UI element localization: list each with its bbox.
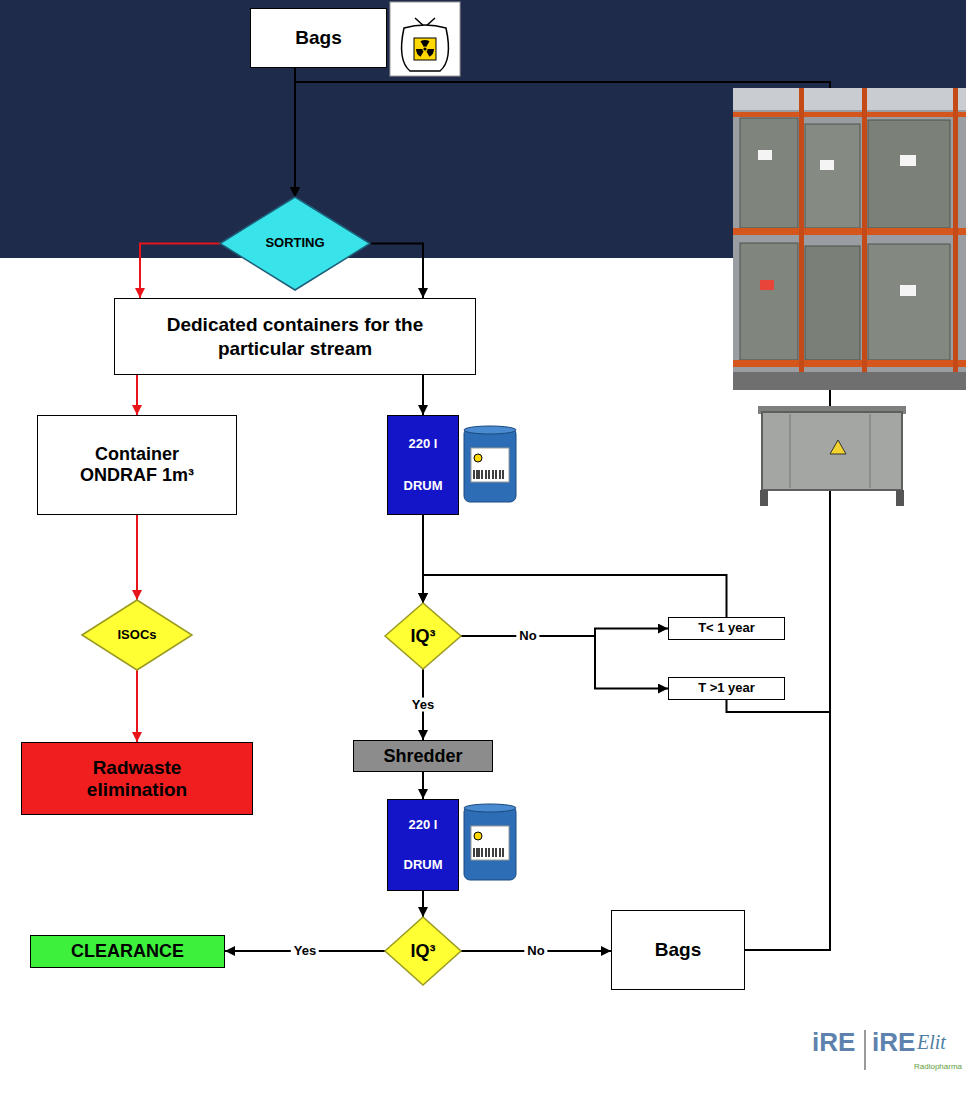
node-text: IQ³ [411, 626, 436, 647]
node-text: IQ³ [411, 941, 436, 962]
node-text: Dedicated containers for the particular … [121, 313, 469, 361]
input-box: Bags [250, 8, 387, 68]
flow-arrow [295, 82, 830, 712]
drum-box: 220 l DRUM [387, 415, 459, 515]
node-text: T< 1 year [698, 621, 755, 636]
red-flow-arrow [136, 515, 138, 600]
process-box: Dedicated containers for the particular … [114, 298, 476, 375]
terminal-box: Radwaste elimination [21, 742, 253, 815]
branch-label: No [524, 944, 547, 959]
flow-arrow [370, 244, 423, 299]
red-flow-arrow [136, 670, 138, 742]
node-text: 220 l DRUM [392, 805, 454, 885]
node-text: Bags [295, 27, 341, 49]
node-text: CLEARANCE [71, 941, 184, 962]
red-flow-arrow [140, 244, 220, 299]
decision-diamond: ISOCs [82, 600, 192, 670]
logo-text: iRE [872, 1028, 915, 1058]
output-box: Bags [611, 910, 745, 990]
node-text: 220 l DRUM [393, 423, 453, 507]
node-text: ISOCs [117, 628, 156, 643]
delay-box: T >1 year [668, 677, 785, 700]
process-box: Shredder [353, 740, 493, 772]
decision-diamond: IQ³ [385, 603, 461, 669]
warehouse-photo [733, 88, 966, 390]
node-text: T >1 year [698, 681, 755, 696]
logo-text: Elit [917, 1031, 946, 1054]
decision-diamond: IQ³ [385, 917, 461, 985]
node-text: SORTING [265, 236, 324, 251]
drum-box: 220 l DRUM [387, 799, 459, 891]
flow-arrow [461, 636, 668, 689]
node-text: Radwaste elimination [57, 757, 217, 801]
radioactive-bag-icon [390, 2, 460, 76]
drum-icon [464, 426, 516, 502]
logo-divider [865, 1030, 866, 1070]
decision-diamond: SORTING [220, 197, 370, 290]
waste-container-illustration [758, 406, 906, 506]
drum-icon [464, 804, 516, 880]
branch-label: Yes [291, 944, 319, 959]
header-band-fill [0, 0, 966, 258]
flow-arrow [461, 629, 668, 637]
delay-box: T< 1 year [668, 617, 785, 640]
flow-arrow [422, 772, 424, 799]
container-box: Container ONDRAF 1m³ [37, 415, 237, 515]
red-flow-arrow [136, 375, 138, 415]
branch-label: No [516, 629, 539, 644]
node-text: Shredder [383, 746, 462, 767]
flow-arrow [422, 375, 424, 415]
node-text: Bags [655, 939, 701, 961]
flow-arrow [422, 891, 424, 917]
branch-label: Yes [409, 697, 437, 712]
logo-text: Radiopharma [914, 1062, 962, 1071]
flow-arrow [295, 82, 830, 950]
logo-text: iRE [812, 1028, 855, 1058]
node-text: Container ONDRAF 1m³ [67, 444, 207, 485]
terminal-box: CLEARANCE [30, 935, 225, 968]
flow-arrow [423, 575, 727, 617]
